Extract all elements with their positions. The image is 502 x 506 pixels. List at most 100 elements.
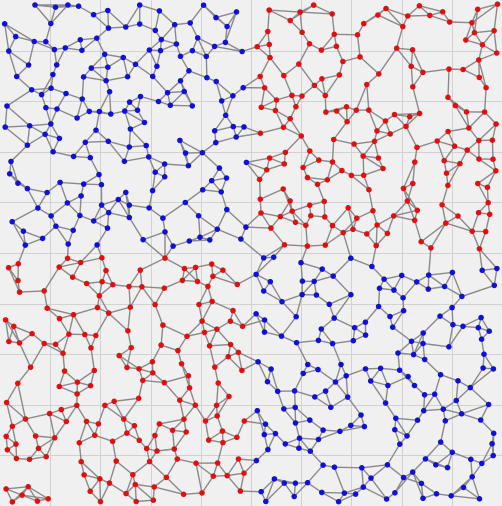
graph-edge	[260, 478, 275, 493]
graph-node	[200, 2, 207, 9]
graph-node	[216, 165, 223, 171]
graph-node	[437, 439, 444, 445]
graph-edge	[108, 306, 131, 314]
graph-node	[105, 64, 111, 70]
graph-edge	[451, 307, 454, 325]
graph-edge	[148, 207, 164, 219]
graph-node	[86, 108, 93, 115]
graph-edge	[362, 486, 387, 500]
graph-edge	[152, 75, 169, 94]
graph-edge	[419, 5, 443, 13]
graph-edge	[374, 133, 391, 142]
graph-node	[361, 423, 368, 430]
graph-edge	[19, 290, 45, 293]
graph-edge	[4, 23, 17, 38]
graph-edge	[205, 56, 208, 78]
graph-edge	[156, 448, 175, 452]
graph-node	[106, 88, 113, 95]
graph-edge	[412, 71, 424, 88]
graph-node	[455, 378, 461, 384]
graph-node	[384, 462, 391, 468]
graph-edge	[26, 125, 31, 146]
graph-node	[272, 430, 279, 437]
graph-node	[319, 489, 325, 496]
graph-node	[106, 480, 113, 486]
graph-node	[187, 20, 193, 26]
graph-node	[91, 367, 98, 374]
graph-edge	[359, 56, 380, 75]
graph-node	[476, 496, 483, 502]
graph-edge	[269, 57, 285, 77]
graph-node	[224, 206, 230, 213]
graph-node	[206, 343, 213, 349]
graph-edge	[387, 375, 409, 387]
graph-node	[70, 153, 77, 160]
graph-node	[132, 61, 139, 68]
graph-edge	[264, 331, 282, 337]
graph-edge	[392, 326, 412, 342]
graph-node	[205, 437, 212, 443]
graph-edge	[158, 10, 176, 26]
graph-edge	[300, 11, 333, 15]
graph-node	[169, 427, 176, 434]
graph-edge	[25, 412, 50, 420]
graph-node	[96, 171, 102, 178]
graph-edge	[54, 421, 67, 439]
graph-edge	[300, 245, 309, 263]
graph-edge	[445, 222, 473, 232]
graph-node	[493, 121, 499, 127]
graph-edge	[368, 109, 386, 122]
graph-edge	[129, 128, 147, 147]
graph-node	[257, 130, 264, 136]
graph-edge	[244, 420, 266, 425]
graph-node	[270, 254, 277, 260]
graph-node	[490, 430, 497, 437]
graph-node	[400, 185, 407, 192]
graph-edge	[6, 486, 29, 490]
graph-node	[421, 392, 428, 398]
graph-edge	[139, 4, 160, 12]
graph-edge	[165, 476, 185, 495]
graph-edge	[305, 225, 309, 247]
graph-node	[82, 139, 89, 146]
graph-node	[453, 397, 460, 404]
graph-node	[243, 159, 250, 166]
graph-node	[182, 199, 189, 206]
graph-edge	[160, 24, 176, 41]
graph-edge	[215, 11, 237, 19]
graph-edge	[345, 375, 349, 398]
graph-edge	[316, 184, 325, 202]
graph-edge	[238, 458, 257, 462]
graph-node	[389, 324, 396, 331]
graph-node	[420, 495, 426, 502]
graph-node	[6, 171, 13, 177]
graph-node	[6, 338, 12, 345]
graph-node	[121, 416, 127, 422]
graph-edge	[81, 76, 85, 100]
graph-node	[395, 350, 401, 356]
graph-node	[3, 399, 10, 406]
graph-node	[445, 182, 451, 189]
graph-node	[296, 445, 302, 452]
graph-edge	[109, 482, 127, 495]
graph-edge	[5, 125, 30, 128]
graph-node	[140, 236, 146, 243]
graph-edge	[394, 471, 414, 494]
graph-edge	[55, 225, 69, 245]
graph-edge	[356, 210, 374, 219]
graph-edge	[99, 478, 102, 502]
graph-edge	[232, 310, 244, 327]
graph-edge	[52, 151, 74, 158]
graph-node	[184, 333, 190, 340]
graph-node	[125, 328, 131, 334]
graph-node	[197, 234, 203, 240]
graph-node	[173, 41, 180, 47]
graph-node	[105, 209, 112, 216]
graph-edge	[183, 404, 196, 420]
graph-edge	[132, 461, 151, 476]
graph-node	[359, 465, 365, 471]
graph-node	[214, 413, 220, 419]
graph-node	[136, 21, 143, 27]
graph-edge	[16, 75, 33, 91]
graph-node	[425, 272, 432, 278]
